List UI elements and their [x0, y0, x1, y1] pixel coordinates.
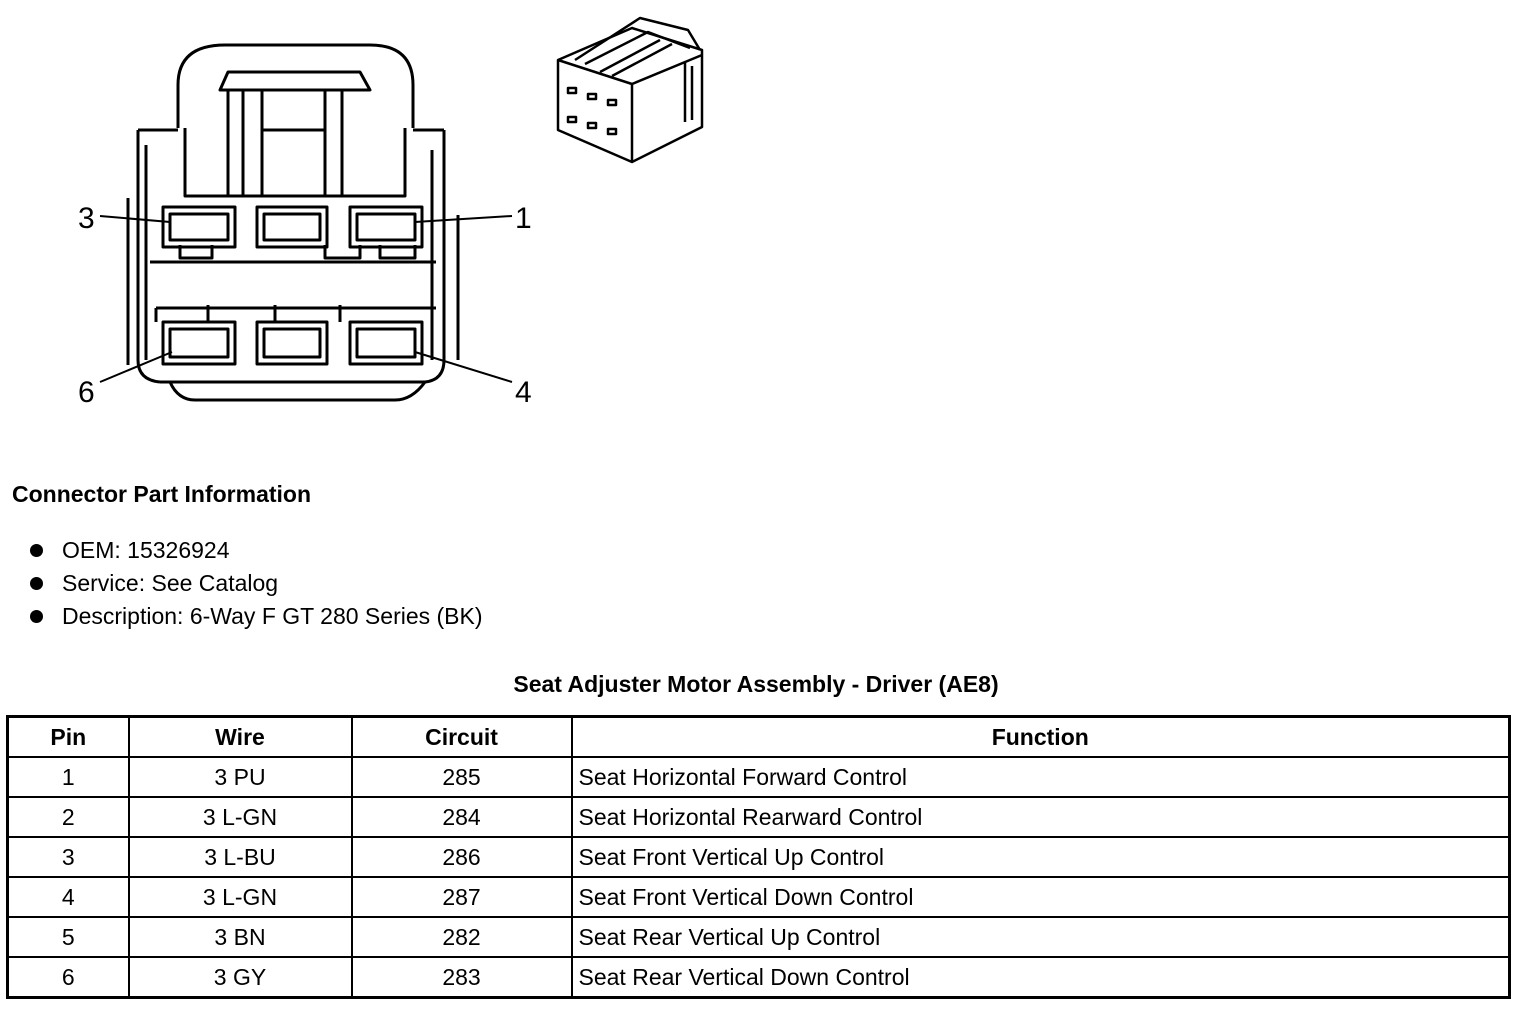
- cell-pin: 3: [6, 836, 130, 878]
- cell-circuit: 284: [350, 796, 573, 838]
- cell-pin: 6: [6, 956, 130, 999]
- cell-function: Seat Horizontal Forward Control: [570, 756, 1511, 798]
- pin-leader-lines: [99, 215, 513, 383]
- cell-wire: 3 BN: [127, 916, 353, 958]
- header-wire: Wire: [127, 715, 353, 758]
- cell-pin: 5: [6, 916, 130, 958]
- pin-label-3: 3: [78, 202, 95, 235]
- pin-table-caption: Seat Adjuster Motor Assembly - Driver (A…: [513, 671, 999, 697]
- header-pin: Pin: [6, 715, 130, 758]
- cell-function: Seat Rear Vertical Up Control: [570, 916, 1511, 958]
- part-info-list: OEM: 15326924 Service: See Catalog Descr…: [30, 535, 483, 634]
- part-info-service: Service: See Catalog: [30, 568, 483, 601]
- pin-table: Pin Wire Circuit Function 1 3 PU 285 Sea…: [6, 715, 1511, 999]
- part-info-description: Description: 6-Way F GT 280 Series (BK): [30, 601, 483, 634]
- table-row: 1 3 PU 285 Seat Horizontal Forward Contr…: [6, 756, 1511, 798]
- cell-circuit: 286: [350, 836, 573, 878]
- cell-circuit: 285: [350, 756, 573, 798]
- table-row: 4 3 L-GN 287 Seat Front Vertical Down Co…: [6, 876, 1511, 918]
- part-info-oem: OEM: 15326924: [30, 535, 483, 568]
- cell-function: Seat Front Vertical Down Control: [570, 876, 1511, 918]
- cell-circuit: 287: [350, 876, 573, 918]
- part-info-title: Connector Part Information: [12, 481, 312, 507]
- cell-wire: 3 PU: [127, 756, 353, 798]
- table-row: 3 3 L-BU 286 Seat Front Vertical Up Cont…: [6, 836, 1511, 878]
- connector-face-outline: [126, 43, 460, 402]
- header-circuit: Circuit: [350, 715, 573, 758]
- cell-pin: 4: [6, 876, 130, 918]
- connector-iso-view: [556, 16, 704, 164]
- cell-wire: 3 L-GN: [127, 796, 353, 838]
- pin-cavities: [161, 205, 424, 366]
- cell-pin: 1: [6, 756, 130, 798]
- cell-wire: 3 L-BU: [127, 836, 353, 878]
- cell-circuit: 282: [350, 916, 573, 958]
- header-function: Function: [570, 715, 1511, 758]
- pin-label-6: 6: [78, 376, 95, 409]
- cell-wire: 3 L-GN: [127, 876, 353, 918]
- pin-label-4: 4: [515, 376, 532, 409]
- cell-circuit: 283: [350, 956, 573, 999]
- cell-function: Seat Rear Vertical Down Control: [570, 956, 1511, 999]
- cell-wire: 3 GY: [127, 956, 353, 999]
- cell-function: Seat Horizontal Rearward Control: [570, 796, 1511, 838]
- table-row: 6 3 GY 283 Seat Rear Vertical Down Contr…: [6, 956, 1511, 999]
- connector-diagram: 3 1 6 4: [78, 16, 704, 409]
- cell-pin: 2: [6, 796, 130, 838]
- table-row: 2 3 L-GN 284 Seat Horizontal Rearward Co…: [6, 796, 1511, 838]
- table-header-row: Pin Wire Circuit Function: [6, 715, 1511, 758]
- pin-label-1: 1: [515, 202, 532, 235]
- table-row: 5 3 BN 282 Seat Rear Vertical Up Control: [6, 916, 1511, 958]
- cell-function: Seat Front Vertical Up Control: [570, 836, 1511, 878]
